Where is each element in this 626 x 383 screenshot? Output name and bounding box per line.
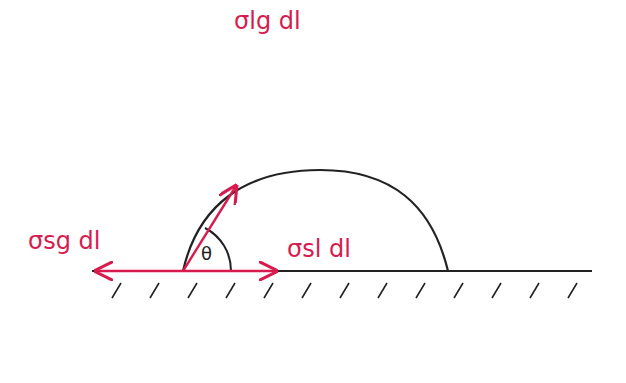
liquid-gas-tension-arrow: [183, 186, 236, 271]
solid-liquid-tension-arrow: [183, 270, 276, 272]
solid-gas-tension-arrow: [96, 270, 183, 272]
angle-symbol: θ: [201, 244, 212, 264]
hatch-stroke: [112, 283, 121, 298]
tension-label: σsl dl: [287, 236, 351, 262]
hatch-stroke: [264, 283, 273, 298]
hatch-stroke: [568, 283, 577, 298]
tension-label: σlg dl: [234, 8, 301, 34]
hatch-stroke: [454, 283, 463, 298]
hatch-stroke: [150, 283, 159, 298]
hatch-stroke: [416, 283, 425, 298]
hatch-stroke: [530, 283, 539, 298]
hatch-stroke: [188, 283, 197, 298]
liquid-droplet: [183, 170, 448, 271]
solid-surface: [92, 270, 592, 272]
surface-hatching: [112, 283, 577, 298]
hatch-stroke: [226, 283, 235, 298]
hatch-stroke: [340, 283, 349, 298]
hatch-stroke: [492, 283, 501, 298]
hatch-stroke: [378, 283, 387, 298]
tension-label: σsg dl: [28, 228, 100, 254]
hatch-stroke: [302, 283, 311, 298]
